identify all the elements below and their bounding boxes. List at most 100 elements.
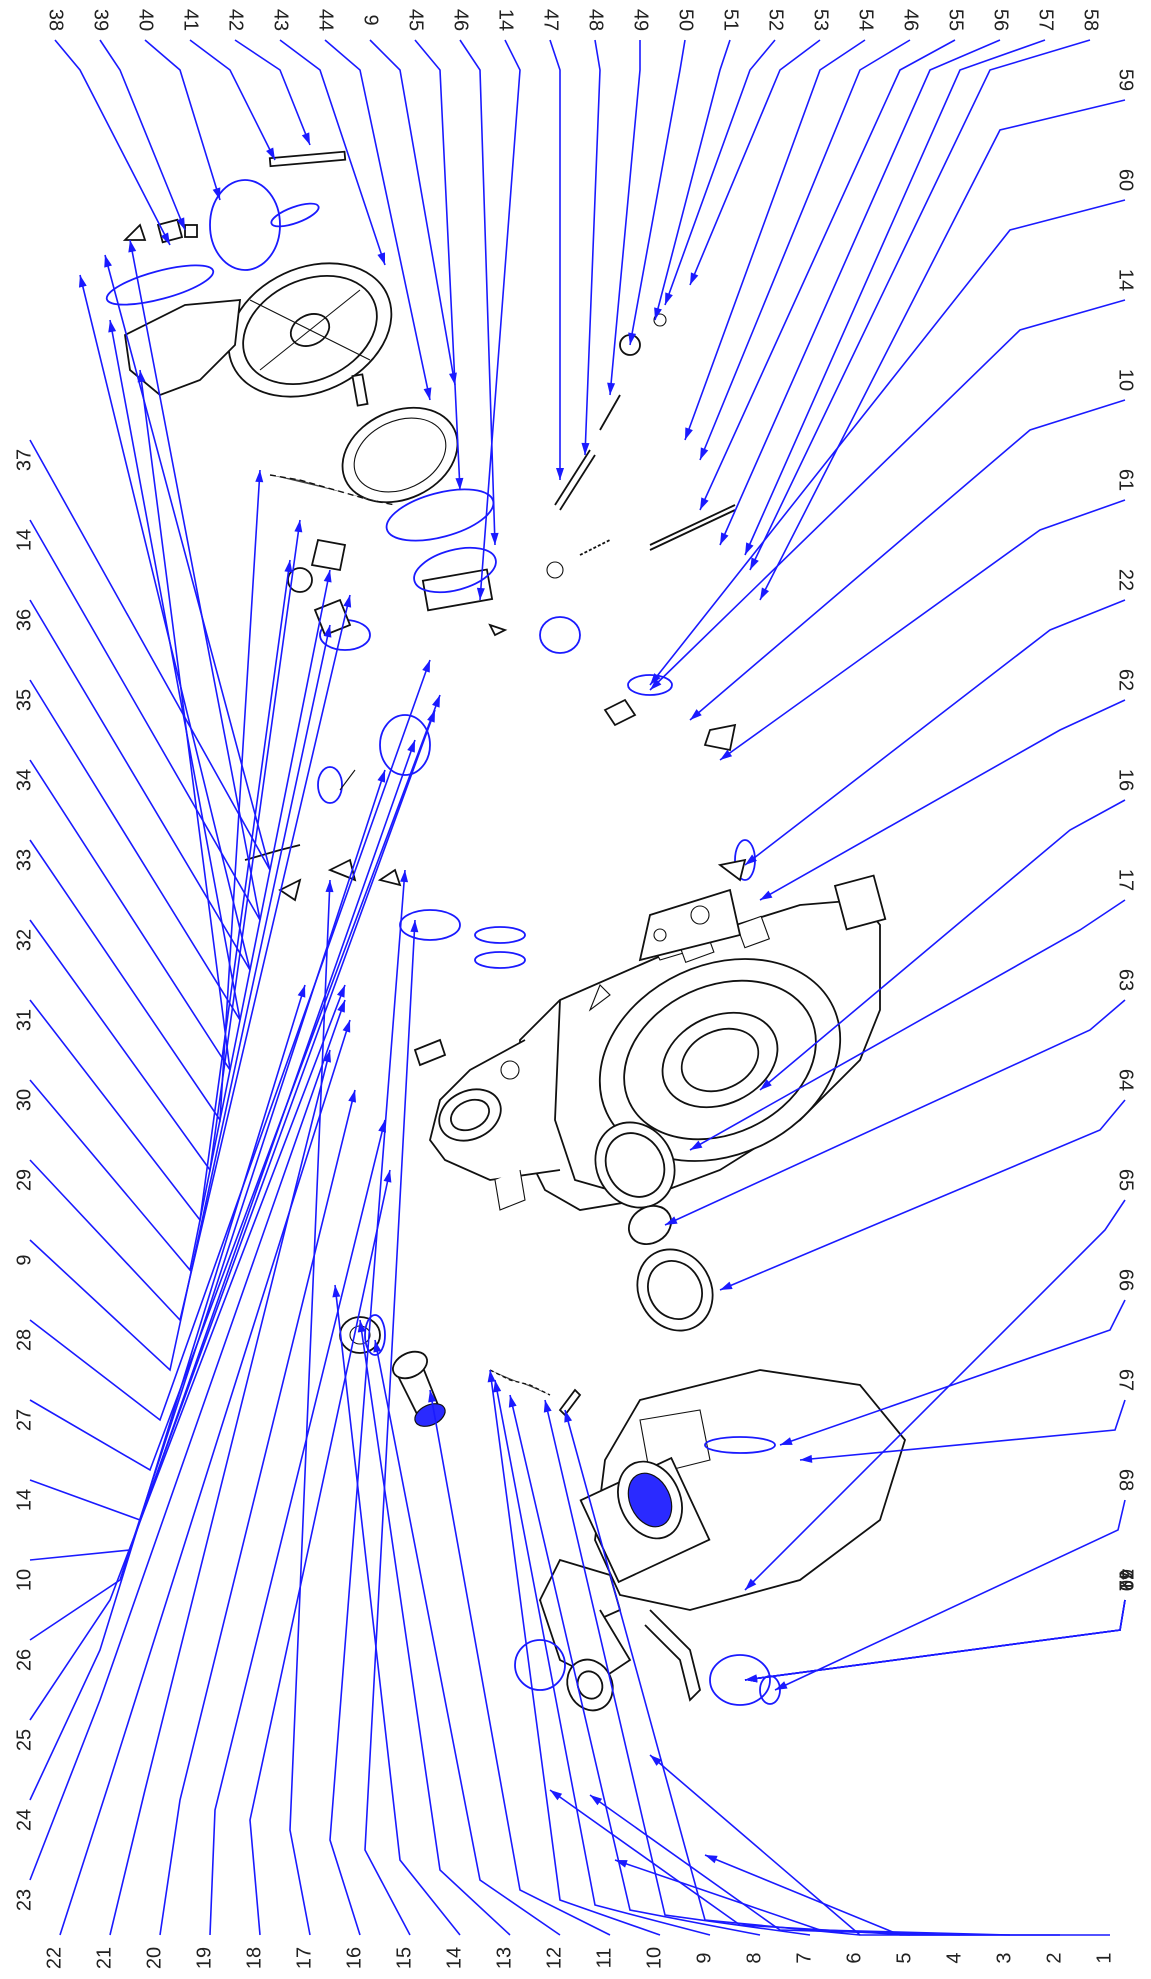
leader-arrowhead-45	[455, 477, 464, 490]
leader-line-4	[589, 1794, 961, 1936]
leader-line-46	[699, 39, 911, 461]
leader-line-69	[744, 1599, 1126, 1681]
callout-number-28: 28	[13, 1329, 35, 1351]
leader-arrowhead-58	[750, 557, 759, 570]
callout-number-14: 14	[13, 1489, 35, 1511]
leader-arrowhead-3	[615, 1860, 628, 1868]
callout-number-60: 60	[1115, 169, 1137, 191]
leader-arrowhead-8	[508, 1395, 517, 1408]
leader-line-33	[29, 469, 261, 1123]
callout-number-21: 21	[93, 1947, 115, 1969]
callout-number-70: 70	[1115, 1569, 1137, 1591]
leader-line-48	[584, 39, 601, 456]
callout-number-7: 7	[793, 1952, 815, 1963]
leader-arrowhead-16	[760, 1079, 772, 1090]
leader-line-63	[664, 999, 1126, 1226]
leader-line-17	[689, 899, 1126, 1151]
callout-number-23: 23	[13, 1889, 35, 1911]
callout-number-35: 35	[13, 689, 35, 711]
leader-line-19	[209, 1119, 386, 1936]
callout-number-10: 10	[1115, 369, 1137, 391]
leader-arrowhead-13	[357, 1320, 366, 1333]
leader-arrowhead-26	[377, 770, 386, 783]
leader-line-54	[684, 39, 866, 441]
callout-number-9: 9	[13, 1254, 35, 1265]
leader-line-7	[544, 1399, 811, 1936]
leader-line-41	[744, 1599, 1126, 1681]
leader-line-52	[664, 39, 776, 306]
callout-number-54: 54	[855, 9, 877, 31]
leader-line-14	[649, 299, 1126, 691]
leader-line-2	[649, 1754, 1060, 1936]
leader-line-3	[614, 1859, 1011, 1936]
leader-line-41	[189, 39, 276, 161]
leader-line-51	[654, 39, 731, 321]
parts-drawing	[105, 150, 907, 1712]
callout-number-55: 55	[945, 9, 967, 31]
callout-number-9: 9	[693, 1952, 715, 1963]
motor	[538, 1456, 711, 1712]
callout-number-10: 10	[13, 1569, 35, 1591]
leader-line-29	[29, 594, 351, 1322]
leader-arrowhead-62	[760, 890, 773, 900]
callout-number-38: 38	[45, 9, 67, 31]
leader-arrowhead-71	[745, 1674, 758, 1683]
leader-arrowhead-65	[745, 1578, 757, 1590]
hardware-groups	[105, 179, 781, 1706]
callout-number-18: 18	[243, 1947, 265, 1969]
callout-number-31: 31	[13, 1009, 35, 1031]
callout-number-19: 19	[193, 1947, 215, 1969]
leader-arrowhead-9	[493, 1380, 502, 1393]
leader-arrowhead-7	[543, 1400, 552, 1413]
callout-number-36: 36	[13, 609, 35, 631]
callout-number-67: 67	[1115, 1369, 1137, 1391]
leader-line-24	[29, 984, 306, 1801]
callout-number-33: 33	[13, 849, 35, 871]
leader-arrowhead-10	[690, 709, 702, 720]
leader-line-16	[329, 869, 406, 1936]
callout-number-3: 3	[993, 1952, 1015, 1963]
leader-line-61	[719, 499, 1126, 761]
leader-arrowhead-11	[428, 1390, 437, 1403]
callout-number-30: 30	[13, 1089, 35, 1111]
leader-line-17	[289, 879, 331, 1936]
leader-arrowhead-63	[665, 1216, 678, 1225]
callout-number-69: 69	[1115, 1569, 1137, 1591]
leader-line-68	[774, 1499, 1126, 1691]
leader-line-70	[744, 1599, 1126, 1681]
callout-number-59: 59	[1115, 69, 1137, 91]
leader-arrowhead-31	[284, 560, 293, 573]
leader-arrowhead-48	[581, 442, 590, 455]
leader-line-28	[29, 659, 431, 1422]
leader-line-20	[159, 1089, 356, 1936]
callout-number-16: 16	[1115, 769, 1137, 791]
callout-number-9: 9	[360, 14, 382, 25]
leader-arrowhead-4	[590, 1795, 603, 1806]
leader-arrowhead-47	[556, 468, 564, 480]
callout-number-13: 13	[493, 1947, 515, 1969]
callout-number-6: 6	[843, 1952, 865, 1963]
leader-arrowhead-64	[720, 1281, 733, 1290]
leader-arrowhead-61	[720, 749, 733, 760]
callout-number-4: 4	[943, 1952, 965, 1963]
callout-number-47: 47	[540, 9, 562, 31]
callout-number-65: 65	[1115, 1169, 1137, 1191]
main-housing	[519, 874, 887, 1211]
leader-arrowhead-38	[160, 232, 170, 245]
callout-number-43: 43	[270, 9, 292, 31]
leader-arrowhead-51	[654, 307, 662, 320]
leader-arrowhead-37	[104, 255, 112, 268]
leader-line-8	[509, 1394, 761, 1936]
callout-number-71: 71	[1115, 1569, 1137, 1591]
leader-arrowhead-57	[745, 542, 754, 555]
leader-arrowhead-25	[336, 985, 345, 998]
leader-arrowhead-39	[176, 217, 185, 230]
callout-number-15: 15	[393, 1947, 415, 1969]
leader-line-10	[489, 1369, 661, 1936]
leader-line-14	[29, 709, 436, 1522]
leader-arrowhead-14	[650, 678, 662, 690]
callout-number-61: 61	[1115, 469, 1137, 491]
leader-arrowhead-22	[342, 1020, 351, 1033]
callout-number-17: 17	[1115, 869, 1137, 891]
